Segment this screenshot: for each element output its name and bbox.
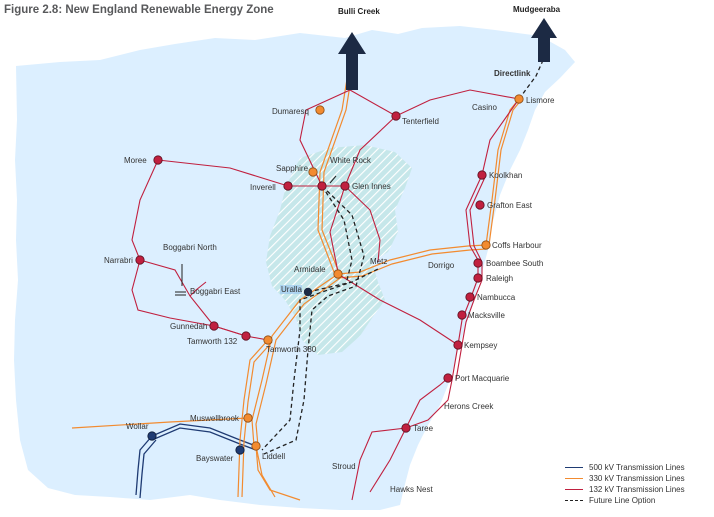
node-dumaresq <box>315 105 325 115</box>
label-liddell: Liddell <box>262 452 285 461</box>
node-tamworth330 <box>263 335 273 345</box>
label-mudgeeraba: Mudgeeraba <box>513 5 561 14</box>
label-muswellbrook: Muswellbrook <box>190 414 240 423</box>
label-raleigh: Raleigh <box>486 274 513 283</box>
label-moree: Moree <box>124 156 147 165</box>
node-tenterfield <box>391 111 401 121</box>
legend-label-500kv: 500 kV Transmission Lines <box>589 463 685 472</box>
lines-500kv <box>135 423 257 499</box>
label-casino: Casino <box>472 103 497 112</box>
label-kempsey: Kempsey <box>464 341 497 350</box>
node-narrabri <box>135 255 145 265</box>
legend-swatch-132kv <box>565 489 583 490</box>
node-raleigh <box>473 273 483 283</box>
nodes-132kv <box>135 111 487 433</box>
node-sapphire <box>308 167 318 177</box>
legend-swatch-500kv <box>565 467 583 468</box>
figure-title: Figure 2.8: New England Renewable Energy… <box>4 4 274 16</box>
legend-swatch-330kv <box>565 478 583 479</box>
label-gunnedah: Gunnedah <box>170 322 207 331</box>
node-armidale <box>333 269 343 279</box>
node-kempsey <box>453 340 463 350</box>
label-wollar: Wollar <box>126 422 149 431</box>
node-wollar <box>147 431 157 441</box>
label-glen-innes: Glen Innes <box>352 182 391 191</box>
label-port-macquarie: Port Macquarie <box>455 374 510 383</box>
label-stroud: Stroud <box>332 462 356 471</box>
node-moree <box>153 155 163 165</box>
label-uralla: Uralla <box>281 285 302 294</box>
node-koolkhan <box>477 170 487 180</box>
nodes-330kv <box>243 94 524 451</box>
node-gunnedah <box>209 321 219 331</box>
node-muswellbrook <box>243 413 253 423</box>
label-lismore: Lismore <box>526 96 555 105</box>
label-dorrigo: Dorrigo <box>428 261 455 270</box>
label-sapphire: Sapphire <box>276 164 309 173</box>
legend-swatch-future <box>565 500 583 501</box>
legend: 500 kV Transmission Lines 330 kV Transmi… <box>565 462 685 506</box>
future-lines <box>261 57 545 455</box>
node-white-rock <box>317 181 327 191</box>
label-directlink: Directlink <box>494 69 531 78</box>
node-tamworth132 <box>241 331 251 341</box>
node-inverell <box>283 181 293 191</box>
node-grafton-east <box>475 200 485 210</box>
label-armidale: Armidale <box>294 265 326 274</box>
node-uralla <box>303 287 313 297</box>
legend-item-330kv: 330 kV Transmission Lines <box>565 473 685 484</box>
legend-item-future: Future Line Option <box>565 495 685 506</box>
label-nambucca: Nambucca <box>477 293 516 302</box>
legend-label-future: Future Line Option <box>589 496 656 505</box>
node-port-macquarie <box>443 373 453 383</box>
rez-zone <box>266 145 412 355</box>
label-inverell: Inverell <box>250 183 276 192</box>
node-bayswater <box>235 445 245 455</box>
label-white-rock: White Rock <box>330 156 372 165</box>
label-grafton-east: Grafton East <box>487 201 533 210</box>
arrow-mudgeeraba <box>531 18 557 62</box>
label-bayswater: Bayswater <box>196 454 234 463</box>
label-macksville: Macksville <box>468 311 505 320</box>
uralla-highlight <box>280 285 302 294</box>
node-coffs-harbour <box>481 240 491 250</box>
label-metz: Metz <box>370 257 387 266</box>
legend-item-132kv: 132 kV Transmission Lines <box>565 484 685 495</box>
legend-label-330kv: 330 kV Transmission Lines <box>589 474 685 483</box>
legend-item-500kv: 500 kV Transmission Lines <box>565 462 685 473</box>
node-lismore <box>514 94 524 104</box>
label-bulli-creek: Bulli Creek <box>338 7 380 16</box>
label-boggabri-north: Boggabri North <box>163 243 217 252</box>
label-coffs-harbour: Coffs Harbour <box>492 241 542 250</box>
legend-label-132kv: 132 kV Transmission Lines <box>589 485 685 494</box>
label-hawks-nest: Hawks Nest <box>390 485 433 494</box>
boggabri-tick <box>175 291 186 296</box>
node-glen-innes <box>340 181 350 191</box>
label-taree: Taree <box>413 424 434 433</box>
label-tamworth-132: Tamworth 132 <box>187 337 238 346</box>
label-dumaresq: Dumaresq <box>272 107 309 116</box>
label-narrabri: Narrabri <box>104 256 133 265</box>
white-rock-pointer <box>329 175 337 184</box>
node-taree <box>401 423 411 433</box>
label-tamworth-330: Tamworth 330 <box>266 345 317 354</box>
arrow-bulli-creek <box>338 32 366 90</box>
label-tenterfield: Tenterfield <box>402 117 439 126</box>
node-macksville <box>457 310 467 320</box>
node-liddell <box>251 441 261 451</box>
nodes-500kv <box>147 431 245 455</box>
label-koolkhan: Koolkhan <box>489 171 522 180</box>
node-nambucca <box>465 292 475 302</box>
label-boggabri-east: Boggabri East <box>190 287 241 296</box>
node-boambee <box>473 258 483 268</box>
label-herons-creek: Herons Creek <box>444 402 494 411</box>
label-boambee-south: Boambee South <box>486 259 543 268</box>
